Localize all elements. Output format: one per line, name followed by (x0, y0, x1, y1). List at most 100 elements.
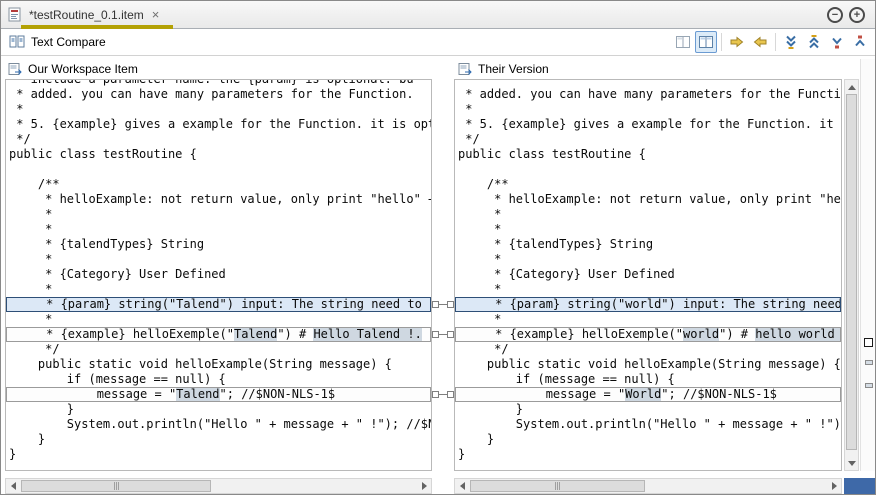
scroll-left-arrow-icon[interactable] (6, 479, 20, 493)
code-text: * {talendTypes} String (458, 237, 654, 251)
next-difference-button[interactable] (780, 31, 802, 53)
diff-handle[interactable] (447, 331, 454, 338)
compare-file-icon (8, 7, 21, 21)
code-line[interactable]: } (9, 432, 431, 447)
code-line[interactable]: * (458, 252, 841, 267)
previous-change-button[interactable] (849, 31, 871, 53)
code-line[interactable]: * {Category} User Defined (9, 267, 431, 282)
pane-layout-button[interactable] (672, 31, 694, 53)
scroll-right-arrow-icon[interactable] (417, 479, 431, 493)
right-horizontal-scrollbar-thumb[interactable] (470, 480, 645, 492)
code-line[interactable]: } (458, 402, 841, 417)
diff-marker[interactable] (865, 360, 873, 365)
previous-difference-button[interactable] (803, 31, 825, 53)
current-diff-marker[interactable] (864, 338, 873, 347)
code-line[interactable]: * (9, 252, 431, 267)
scroll-right-arrow-icon[interactable] (827, 479, 841, 493)
code-line[interactable]: * (458, 222, 841, 237)
code-line[interactable]: * helloExample: not return value, only p… (9, 192, 431, 207)
code-line[interactable]: if (message == null) { (9, 372, 431, 387)
vertical-scrollbar[interactable] (844, 79, 859, 471)
tab-close-icon[interactable]: × (151, 7, 160, 22)
left-horizontal-scrollbar-thumb[interactable] (21, 480, 211, 492)
code-line[interactable]: * (9, 222, 431, 237)
code-line[interactable]: * (9, 312, 431, 327)
code-line[interactable]: if (message == null) { (458, 372, 841, 387)
code-line[interactable]: * (458, 282, 841, 297)
scroll-down-arrow-icon[interactable] (845, 456, 858, 470)
code-line[interactable] (9, 162, 431, 177)
code-line[interactable]: System.out.println("Hello " + message + … (9, 417, 431, 432)
code-line[interactable]: * added. you can have many parameters fo… (9, 87, 431, 102)
code-line[interactable]: * {Category} User Defined (458, 267, 841, 282)
scroll-up-arrow-icon[interactable] (845, 80, 858, 94)
code-text: } (9, 402, 75, 416)
code-text: ") # (277, 327, 314, 341)
text-compare-header: Text Compare (1, 29, 875, 56)
code-line[interactable]: * added. you can have many parameters fo… (458, 87, 841, 102)
code-line[interactable]: * (458, 102, 841, 117)
diff-handle[interactable] (447, 391, 454, 398)
code-line[interactable]: public class testRoutine { (9, 147, 431, 162)
diff-handle[interactable] (447, 301, 454, 308)
diff-handle[interactable] (432, 301, 439, 308)
code-line[interactable]: /** (458, 177, 841, 192)
left-horizontal-scrollbar[interactable] (5, 478, 432, 494)
code-line-diff[interactable]: * {param} string("Talend") input: The st… (6, 297, 431, 312)
code-line[interactable]: */ (9, 132, 431, 147)
active-tab-underline (21, 25, 173, 29)
editor-tab[interactable]: *testRoutine_0.1.item × (5, 1, 169, 28)
copy-all-right-to-left-button[interactable] (749, 31, 771, 53)
code-line[interactable]: /** (9, 177, 431, 192)
maximize-view-button[interactable]: + (849, 7, 865, 23)
copy-all-left-to-right-button[interactable] (726, 31, 748, 53)
diff-handle[interactable] (432, 331, 439, 338)
code-line[interactable]: } (9, 447, 431, 462)
code-line-diff[interactable]: * {example} helloExemple("world") # hell… (455, 327, 841, 342)
code-line[interactable]: * (458, 207, 841, 222)
code-line[interactable]: * (9, 207, 431, 222)
code-text: */ (458, 132, 480, 146)
code-line-diff[interactable]: * {example} helloExemple("Talend") # Hel… (6, 327, 431, 342)
next-change-button[interactable] (826, 31, 848, 53)
code-line-diff[interactable]: message = "Talend"; //$NON-NLS-1$ (6, 387, 431, 402)
code-line[interactable]: * 5. {example} gives a example for the F… (458, 117, 841, 132)
code-line[interactable]: * helloExample: not return value, only p… (458, 192, 841, 207)
code-line[interactable]: * (458, 312, 841, 327)
code-line[interactable] (458, 162, 841, 177)
diff-marker[interactable] (865, 383, 873, 388)
inline-diff-highlight: Talend (176, 387, 220, 401)
code-line[interactable]: } (458, 447, 841, 462)
right-horizontal-scrollbar[interactable] (454, 478, 842, 494)
code-text: * (458, 102, 473, 116)
code-line[interactable]: * (9, 102, 431, 117)
code-line[interactable]: * {talendTypes} String (9, 237, 431, 252)
code-line[interactable]: } (458, 432, 841, 447)
code-text: */ (458, 342, 509, 356)
code-line[interactable]: * {talendTypes} String (458, 237, 841, 252)
code-line[interactable]: } (9, 402, 431, 417)
code-text: public class testRoutine { (9, 147, 197, 161)
minimize-view-button[interactable]: − (827, 7, 843, 23)
diff-handle[interactable] (432, 391, 439, 398)
code-line[interactable]: public static void helloExample(String m… (458, 357, 841, 372)
code-line-diff[interactable]: message = "World"; //$NON-NLS-1$ (455, 387, 841, 402)
left-code-pane[interactable]: * include a parameter name. the {param} … (5, 79, 432, 471)
code-line[interactable]: */ (458, 132, 841, 147)
code-text: message = " (10, 387, 177, 401)
code-line[interactable]: public class testRoutine { (458, 147, 841, 162)
overview-ruler[interactable] (860, 59, 875, 471)
vertical-scrollbar-thumb[interactable] (846, 94, 857, 450)
code-line[interactable]: * 5. {example} gives a example for the F… (9, 117, 431, 132)
code-line[interactable]: public static void helloExample(String m… (9, 357, 431, 372)
code-line[interactable]: * include a parameter name. the {param} … (9, 80, 431, 87)
scroll-left-arrow-icon[interactable] (455, 479, 469, 493)
code-line[interactable]: * (9, 282, 431, 297)
code-line[interactable]: */ (458, 342, 841, 357)
code-line[interactable]: */ (9, 342, 431, 357)
two-way-compare-button[interactable] (695, 31, 717, 53)
right-code-pane[interactable]: * added. you can have many parameters fo… (454, 79, 842, 471)
code-line-diff[interactable]: * {param} string("world") input: The str… (455, 297, 841, 312)
code-line[interactable]: System.out.println("Hello " + message + … (458, 417, 841, 432)
